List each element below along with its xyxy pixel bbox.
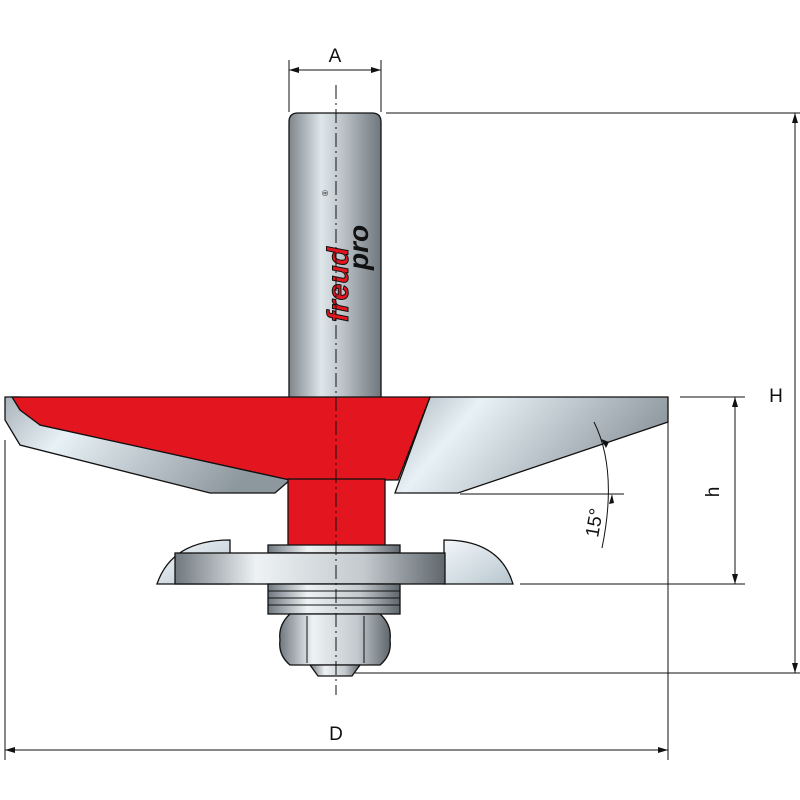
angle-label: 15° <box>582 507 608 539</box>
dimension-d: D <box>4 400 669 760</box>
washer <box>267 544 401 554</box>
label-d: D <box>329 724 343 745</box>
bearing-right-dome <box>443 539 514 585</box>
label-h-cutting: h <box>703 487 724 498</box>
nut-washer <box>308 664 362 677</box>
logo-mark: ® <box>321 190 330 196</box>
logo-line: pro <box>343 225 374 271</box>
dimension-a: A <box>288 46 382 112</box>
logo-brand: freud <box>322 246 355 322</box>
thread <box>267 583 401 615</box>
freud-logo: freud pro ® <box>321 190 374 323</box>
bearing-ring <box>174 552 446 585</box>
hex-nut <box>279 613 391 666</box>
shank <box>288 112 382 401</box>
label-h-overall: H <box>769 386 783 407</box>
dimension-h-cutting: h <box>520 396 745 585</box>
angle-indicator: 15° <box>460 421 624 549</box>
right-carbide-blade <box>394 396 669 494</box>
label-a: A <box>329 46 342 67</box>
dimension-h-overall: H <box>355 112 800 674</box>
